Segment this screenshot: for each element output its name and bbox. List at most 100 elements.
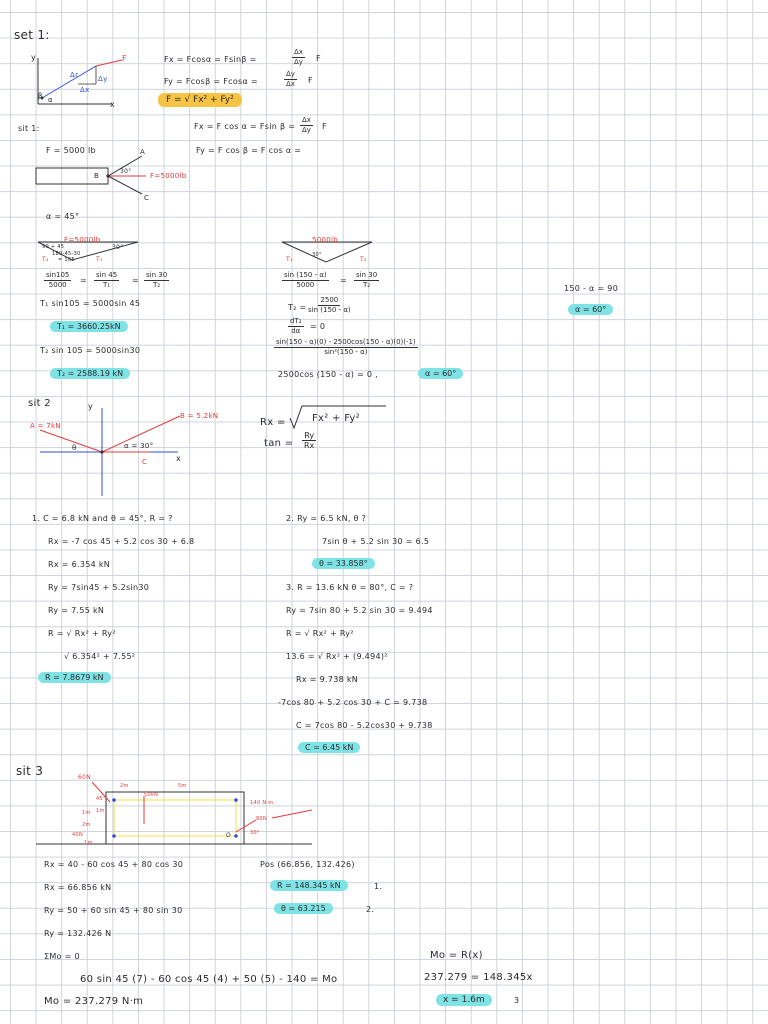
moment-answer: Mo = 237.279 N·m xyxy=(44,996,144,1007)
p3-line1: Ry = 7sin 80 + 5.2 sin 30 = 9.494 xyxy=(286,606,433,615)
p1-line5: R = √ Rx² + Ry² xyxy=(48,629,116,638)
origin-label: O xyxy=(226,832,232,839)
p3-line6: C = 7cos 80 - 5.2cos30 + 9.738 xyxy=(296,721,433,730)
angle-30-label: 30° xyxy=(120,168,132,175)
fx-equation: Fx = Fcosα = Fsinβ = xyxy=(164,55,257,64)
sit3-rx-value: Rx = 66.856 kN xyxy=(44,883,112,892)
r-answer-highlight: R = 148.345 kN xyxy=(270,880,348,891)
force-label: F xyxy=(122,54,127,63)
angle-30-sit3: 30° xyxy=(250,830,260,836)
force-a-label: A = 7kN xyxy=(30,422,61,430)
derivative-eq: = 0 xyxy=(310,322,326,331)
t2-equation: T₂ sin 105 = 5000sin30 xyxy=(40,346,141,355)
p1-line4: Ry = 7.55 kN xyxy=(48,606,105,615)
tan-equation: tan = xyxy=(264,438,294,449)
p3-line4: Rx = 9.738 kN xyxy=(296,675,359,684)
dy-label: Δy xyxy=(98,75,108,83)
radical-sign xyxy=(289,405,386,430)
p3-heading: 3. R = 13.6 kN θ = 80°, C = ? xyxy=(286,583,414,592)
beam-cable-diagram xyxy=(35,155,146,195)
t1-equation: T₁ sin105 = 5000sin 45 xyxy=(40,299,141,308)
sit3-rx-equation: Rx = 40 - 60 cos 45 + 80 cos 30 xyxy=(44,860,184,869)
y-axis-label: y xyxy=(31,53,37,62)
sit2-x-label: x xyxy=(176,454,182,463)
force-50kn: 50kN xyxy=(144,792,159,798)
alpha-label: α xyxy=(48,96,53,104)
angle-45: 45° xyxy=(96,796,106,802)
dim-2m-top: 2m xyxy=(120,783,129,789)
point-c-label: C xyxy=(144,194,150,202)
p1-heading: 1. C = 6.8 kN and θ = 45°, R = ? xyxy=(32,514,173,523)
side-equation: 150 - α = 90 xyxy=(564,284,619,293)
moment-resultant-eq: Mo = R(x) xyxy=(430,950,483,961)
alpha-given: α = 45° xyxy=(46,212,80,221)
resultant-formula-highlight: F = √ Fx² + Fy² xyxy=(158,93,242,107)
t2-expression: T₂ = xyxy=(288,303,307,312)
step-2-marker: 2. xyxy=(366,905,375,914)
x-answer-highlight: x = 1.6m xyxy=(436,994,492,1006)
sit1-fy-equation: Fy = F cos β = F cos α = xyxy=(196,146,302,155)
dx-label: Δx xyxy=(80,86,90,94)
point-a-label: A xyxy=(140,148,146,156)
dim-1m-a: 1m xyxy=(82,810,91,816)
p1-line3: Ry = 7sin45 + 5.2sin30 xyxy=(48,583,150,592)
final-equation: 2500cos (150 - α) = 0 , xyxy=(278,370,378,379)
sit3-ry-value: Ry = 132.426 N xyxy=(44,929,112,938)
p1-line6: √ 6.354² + 7.55² xyxy=(64,652,136,661)
vector-components-diagram xyxy=(37,58,123,105)
force-b-label: B = 5.2kN xyxy=(180,412,219,420)
tri-left-inner2: = 105 xyxy=(58,257,75,263)
rx-root-content: Fx² + Fy² xyxy=(312,413,360,424)
force-5000-label: F=5000lb xyxy=(150,172,187,180)
force-triangle-left xyxy=(37,241,139,261)
p3-answer-highlight: C = 6.45 kN xyxy=(298,742,361,753)
sit-3-label: sit 3 xyxy=(16,764,44,778)
tri-right-force: 5000lb xyxy=(312,236,339,244)
sit2-force-diagram xyxy=(39,408,181,496)
step-1-marker: 1. xyxy=(374,882,383,891)
point-b-label: B xyxy=(94,172,100,180)
force-60n: 60N xyxy=(78,774,92,781)
t2-answer-highlight: T₂ = 2588.19 kN xyxy=(50,368,131,379)
t1-answer-highlight: T₁ = 3660.25kN xyxy=(50,321,128,332)
p1-line1: Rx = -7 cos 45 + 5.2 cos 30 + 6.8 xyxy=(48,537,195,546)
dim-1m-c: 1m xyxy=(84,840,93,846)
sit3-ry-equation: Ry = 50 + 60 sin 45 + 80 sin 30 xyxy=(44,906,183,915)
dim-1m-d: 1m xyxy=(96,808,105,814)
tri-left-force: F=5000lb xyxy=(64,236,101,244)
p2-line1: 7sin θ + 5.2 sin 30 = 6.5 xyxy=(322,537,430,546)
sit-1-label: sit 1: xyxy=(18,124,40,133)
theta-answer-highlight: θ = 63.215 xyxy=(274,903,333,914)
given-force: F = 5000 lb xyxy=(46,146,96,155)
right-eq-sign: = xyxy=(340,276,348,285)
tri-right-angle: 30° xyxy=(312,252,322,258)
force-80n: 80N xyxy=(256,816,268,822)
sit2-y-label: y xyxy=(88,402,94,411)
alpha-answer-highlight: α = 60° xyxy=(418,368,464,379)
alpha-30-label: α = 30° xyxy=(124,442,154,450)
quotient-rule-fraction: sin(150 - α)(0) - 2500cos(150 - α)(0)(-1… xyxy=(274,338,418,356)
position-coordinates: Pos (66.856, 132.426) xyxy=(260,860,355,869)
force-triangle-right xyxy=(281,241,373,263)
set-1-title: set 1: xyxy=(14,28,50,42)
left-eq-sign-1: = xyxy=(80,276,88,285)
moment-resultant-sub: 237.279 = 148.345x xyxy=(424,972,533,983)
beta-label: β xyxy=(38,92,43,100)
sum-moments: ΣMo = 0 xyxy=(44,952,80,961)
p3-line5: -7cos 80 + 5.2 cos 30 + C = 9.738 xyxy=(278,698,428,707)
dim-2m-b: 2m xyxy=(82,822,91,828)
p3-line2: R = √ Rx² + Ry² xyxy=(286,629,354,638)
fy-equation: Fy = Fcosβ = Fcosα = xyxy=(164,77,258,86)
p3-line3: 13.6 = √ Rx² + (9.494)² xyxy=(286,652,388,661)
p1-line2: Rx = 6.354 kN xyxy=(48,560,111,569)
tri-left-inner: 180-45-30 xyxy=(52,251,81,257)
